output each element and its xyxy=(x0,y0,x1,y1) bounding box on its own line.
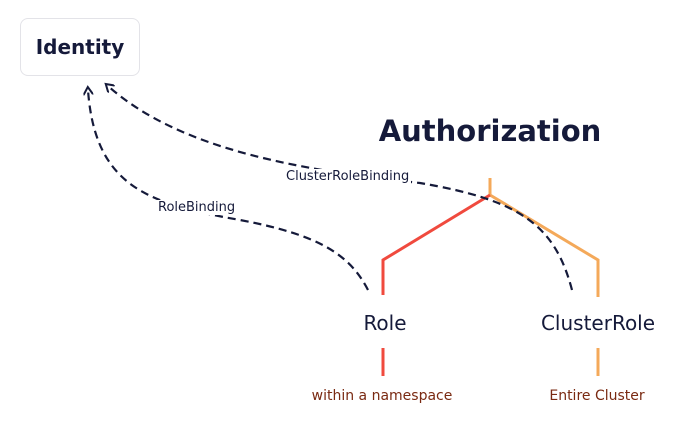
role-binding-label: RoleBinding xyxy=(156,200,238,215)
role-label: Role xyxy=(363,311,407,335)
clusterrole-scope-label: Entire Cluster xyxy=(549,388,645,404)
role-branch-line xyxy=(381,193,491,295)
identity-label: Identity xyxy=(35,35,125,59)
cluster-role-binding-label: ClusterRoleBinding xyxy=(284,169,412,184)
clusterrole-label: ClusterRole xyxy=(540,311,656,335)
clusterrole-branch-line xyxy=(489,193,600,297)
cluster-role-binding-arrow xyxy=(108,86,574,291)
role-binding-arrow xyxy=(88,90,369,291)
identity-box: Identity xyxy=(20,18,140,76)
authorization-title: Authorization xyxy=(378,114,602,148)
role-scope-label: within a namespace xyxy=(311,388,453,404)
